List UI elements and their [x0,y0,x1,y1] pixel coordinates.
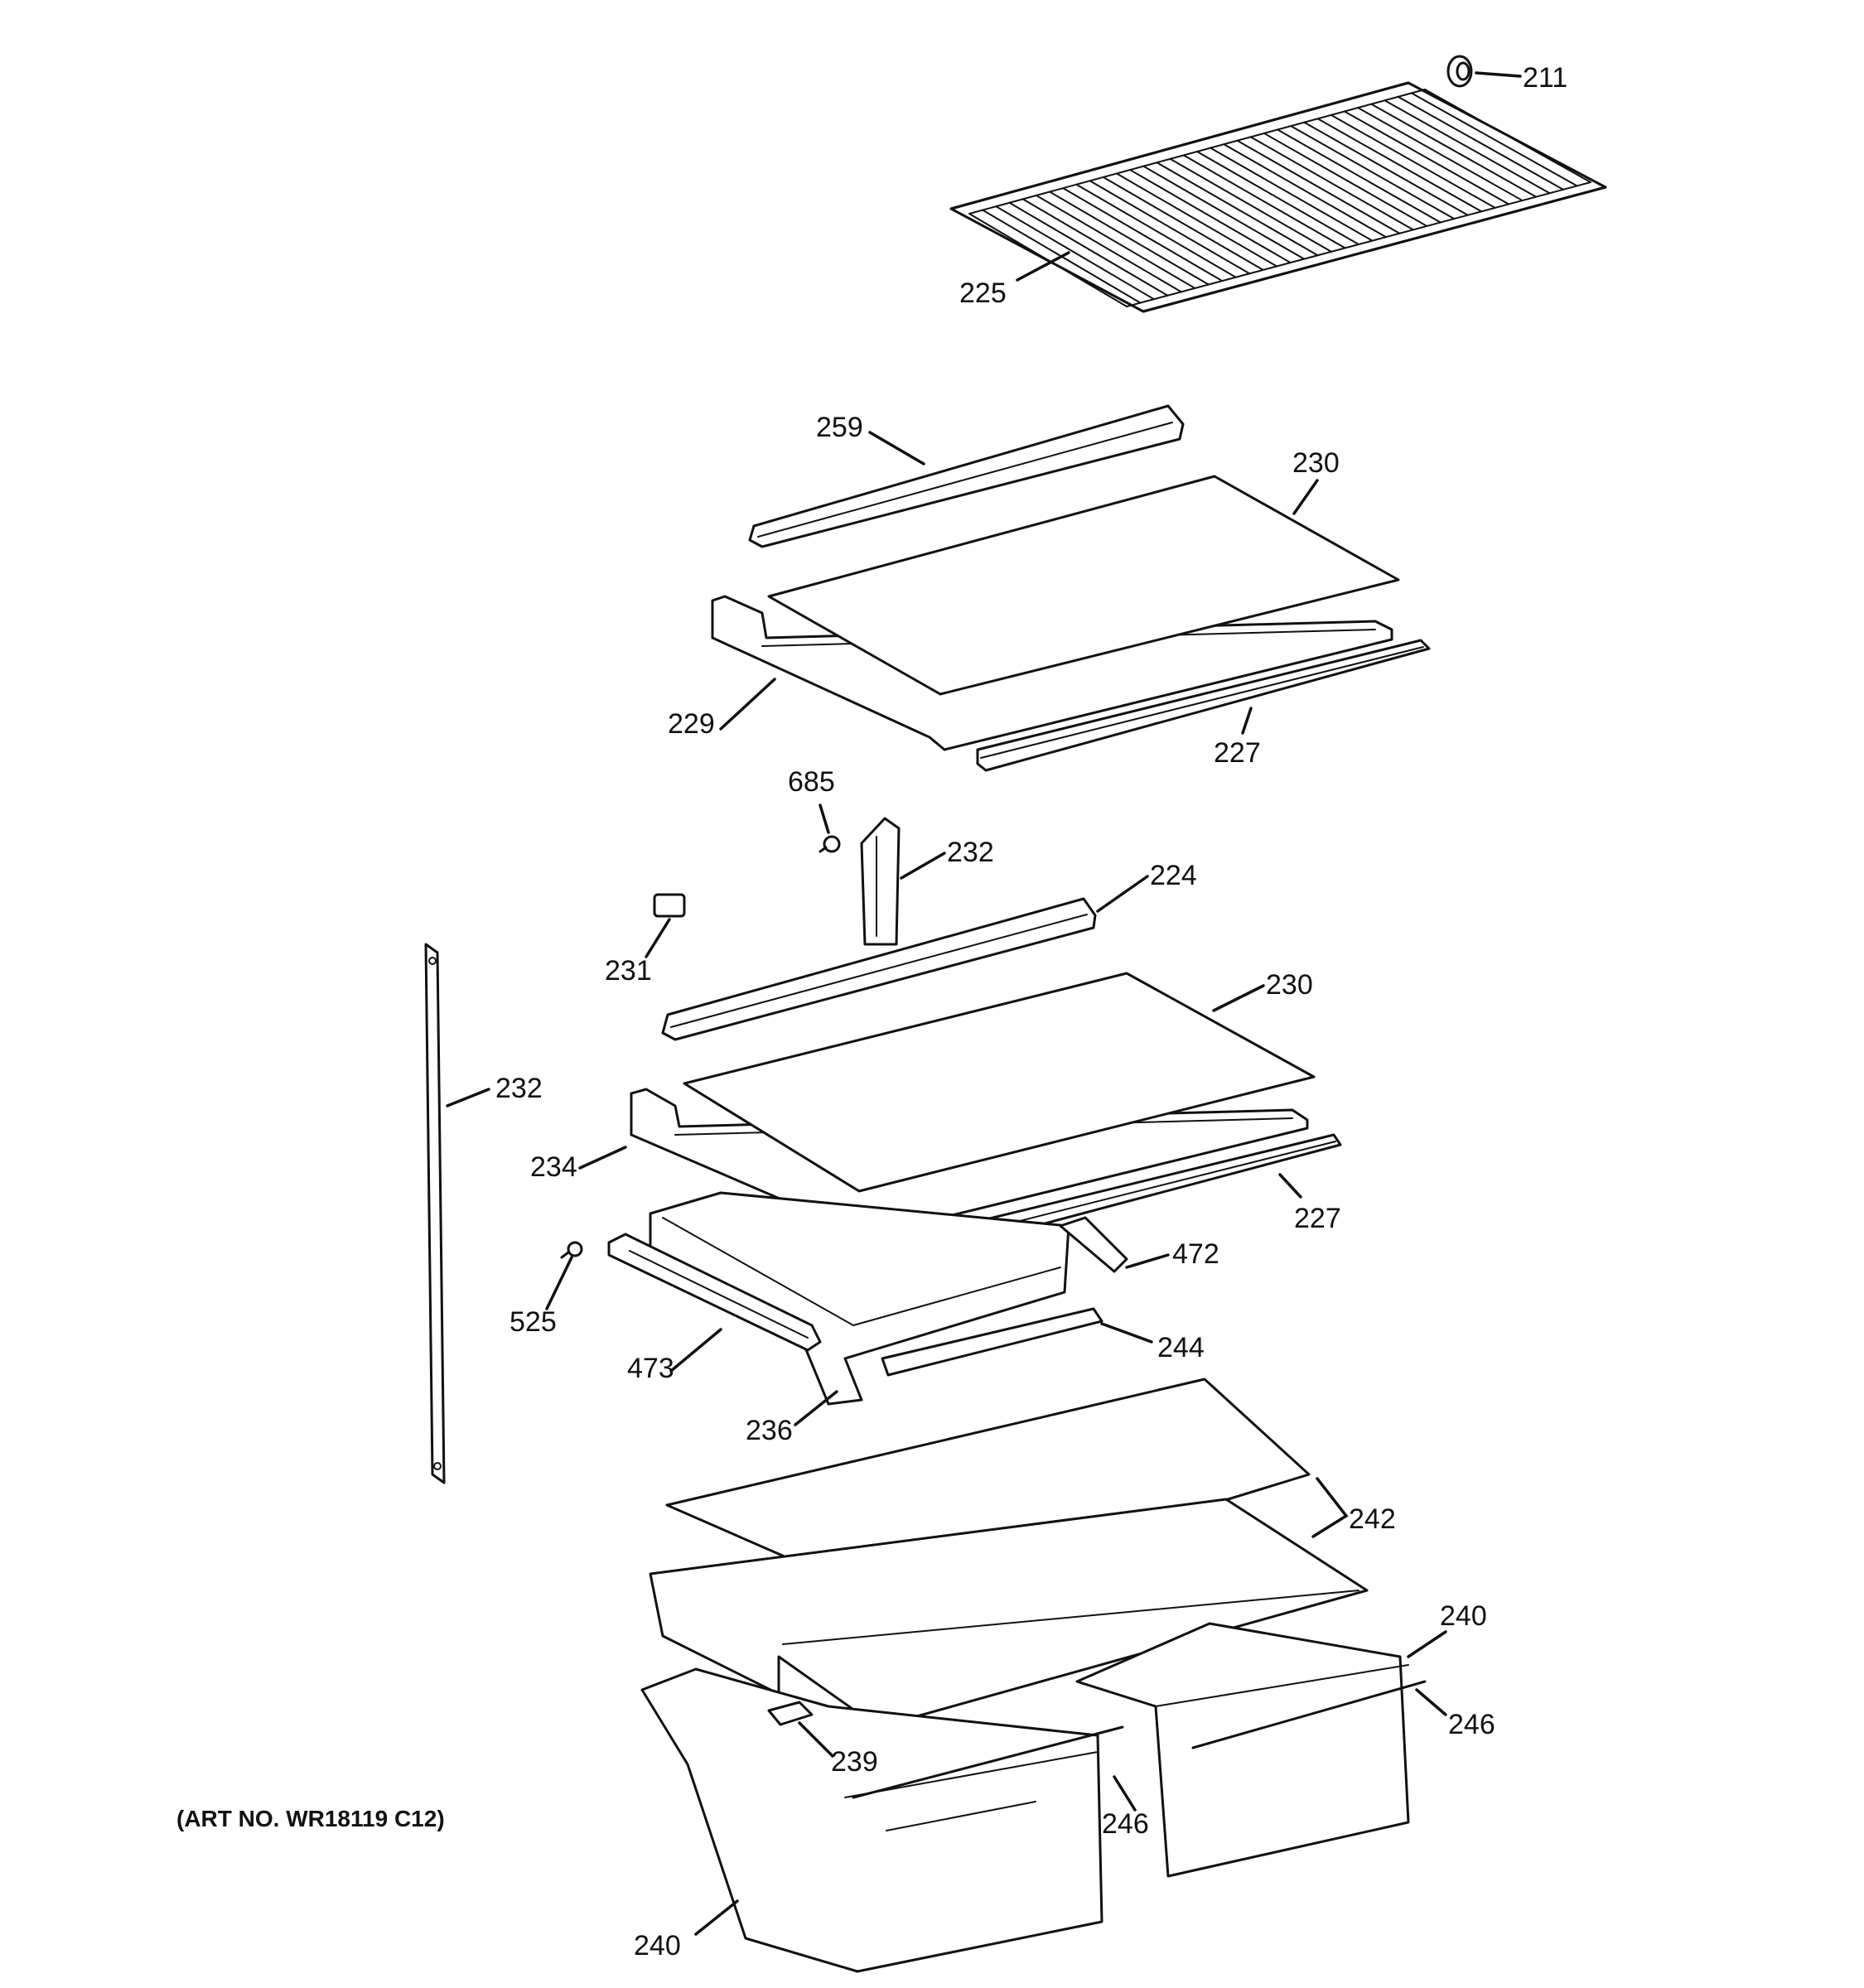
wire-rod [1303,121,1469,216]
callout-227-upper: 227 [1214,737,1261,769]
short-bracket-part [860,817,901,946]
callout-231: 231 [605,955,652,987]
art-number-note: (ART NO. WR18119 C12) [176,1806,445,1831]
wire-rod [1397,95,1565,191]
meat-pan-assembly [607,1191,1128,1406]
wire-rod [1370,103,1538,198]
wire-rod [995,205,1155,301]
callout-685: 685 [788,766,835,798]
callout-229: 229 [668,708,715,740]
wire-rod [1102,176,1264,271]
callout-211: 211 [1523,62,1567,94]
callout-225: 225 [959,277,1007,309]
wire-shelf-part [949,81,1607,313]
screw-525-part [560,1241,583,1259]
clip-231-part [653,893,686,918]
callout-473: 473 [627,1353,674,1384]
shelf-end-cap-part [1446,55,1473,88]
wire-rod [1290,125,1456,220]
wire-rod [1223,143,1387,239]
callout-240-right: 240 [1440,1600,1487,1632]
wire-rod [1156,162,1319,257]
wire-rod [1115,172,1278,268]
left-crisper-drawer [640,1667,1124,1973]
wire-rod [1169,157,1333,253]
wire-rod [1182,154,1346,249]
wire-rod [1089,180,1251,275]
callout-246-left: 246 [1102,1808,1149,1840]
support-239-part [767,1701,814,1726]
callout-234: 234 [530,1151,577,1183]
wire-rod [1410,92,1578,187]
wire-rod [1129,169,1292,264]
callout-240-left: 240 [634,1930,681,1961]
callout-labels: 211 225 259 230 229 227 685 232 224 231 … [495,62,1567,1961]
screw-685-part [819,835,841,853]
upper-shelf-assembly [711,404,1431,772]
wire-rod [1210,147,1374,242]
wire-rod [1330,113,1496,209]
callout-244: 244 [1157,1332,1205,1363]
crisper-cover-assembly [649,1378,1369,1741]
callout-242: 242 [1349,1503,1396,1535]
callout-472: 472 [1172,1238,1219,1270]
wire-rod [1384,99,1551,195]
callout-230-lower: 230 [1266,969,1313,1001]
long-bracket-part [424,943,446,1484]
right-crisper-drawer [1075,1622,1427,1878]
wire-rod [1357,107,1524,202]
wire-rod [1424,89,1591,183]
wire-rod [1075,183,1237,278]
leader-lines [446,71,1522,1936]
wire-rod [1049,191,1210,286]
callout-525: 525 [509,1306,557,1338]
wire-rod [968,213,1128,307]
callout-232-long: 232 [495,1073,543,1104]
wire-rod [1263,132,1428,227]
wire-rod [1316,118,1483,213]
wire-rod [1236,139,1401,234]
wire-rod [1021,198,1182,293]
wire-rod [1142,165,1306,260]
wire-rod [1249,136,1414,231]
callout-224: 224 [1150,860,1197,891]
callout-230-upper: 230 [1292,447,1340,479]
wire-rod [1277,128,1441,224]
wire-rod [1196,151,1359,245]
callout-246-right: 246 [1448,1709,1495,1740]
callout-232-short: 232 [947,837,994,868]
callout-236: 236 [746,1415,793,1446]
wire-rod [1062,187,1224,282]
wire-rod [1008,201,1169,297]
wire-rod [1343,110,1510,205]
callout-239: 239 [831,1746,878,1778]
callout-259: 259 [816,412,863,443]
callout-227-lower: 227 [1294,1203,1341,1234]
wire-rod [1035,194,1196,289]
